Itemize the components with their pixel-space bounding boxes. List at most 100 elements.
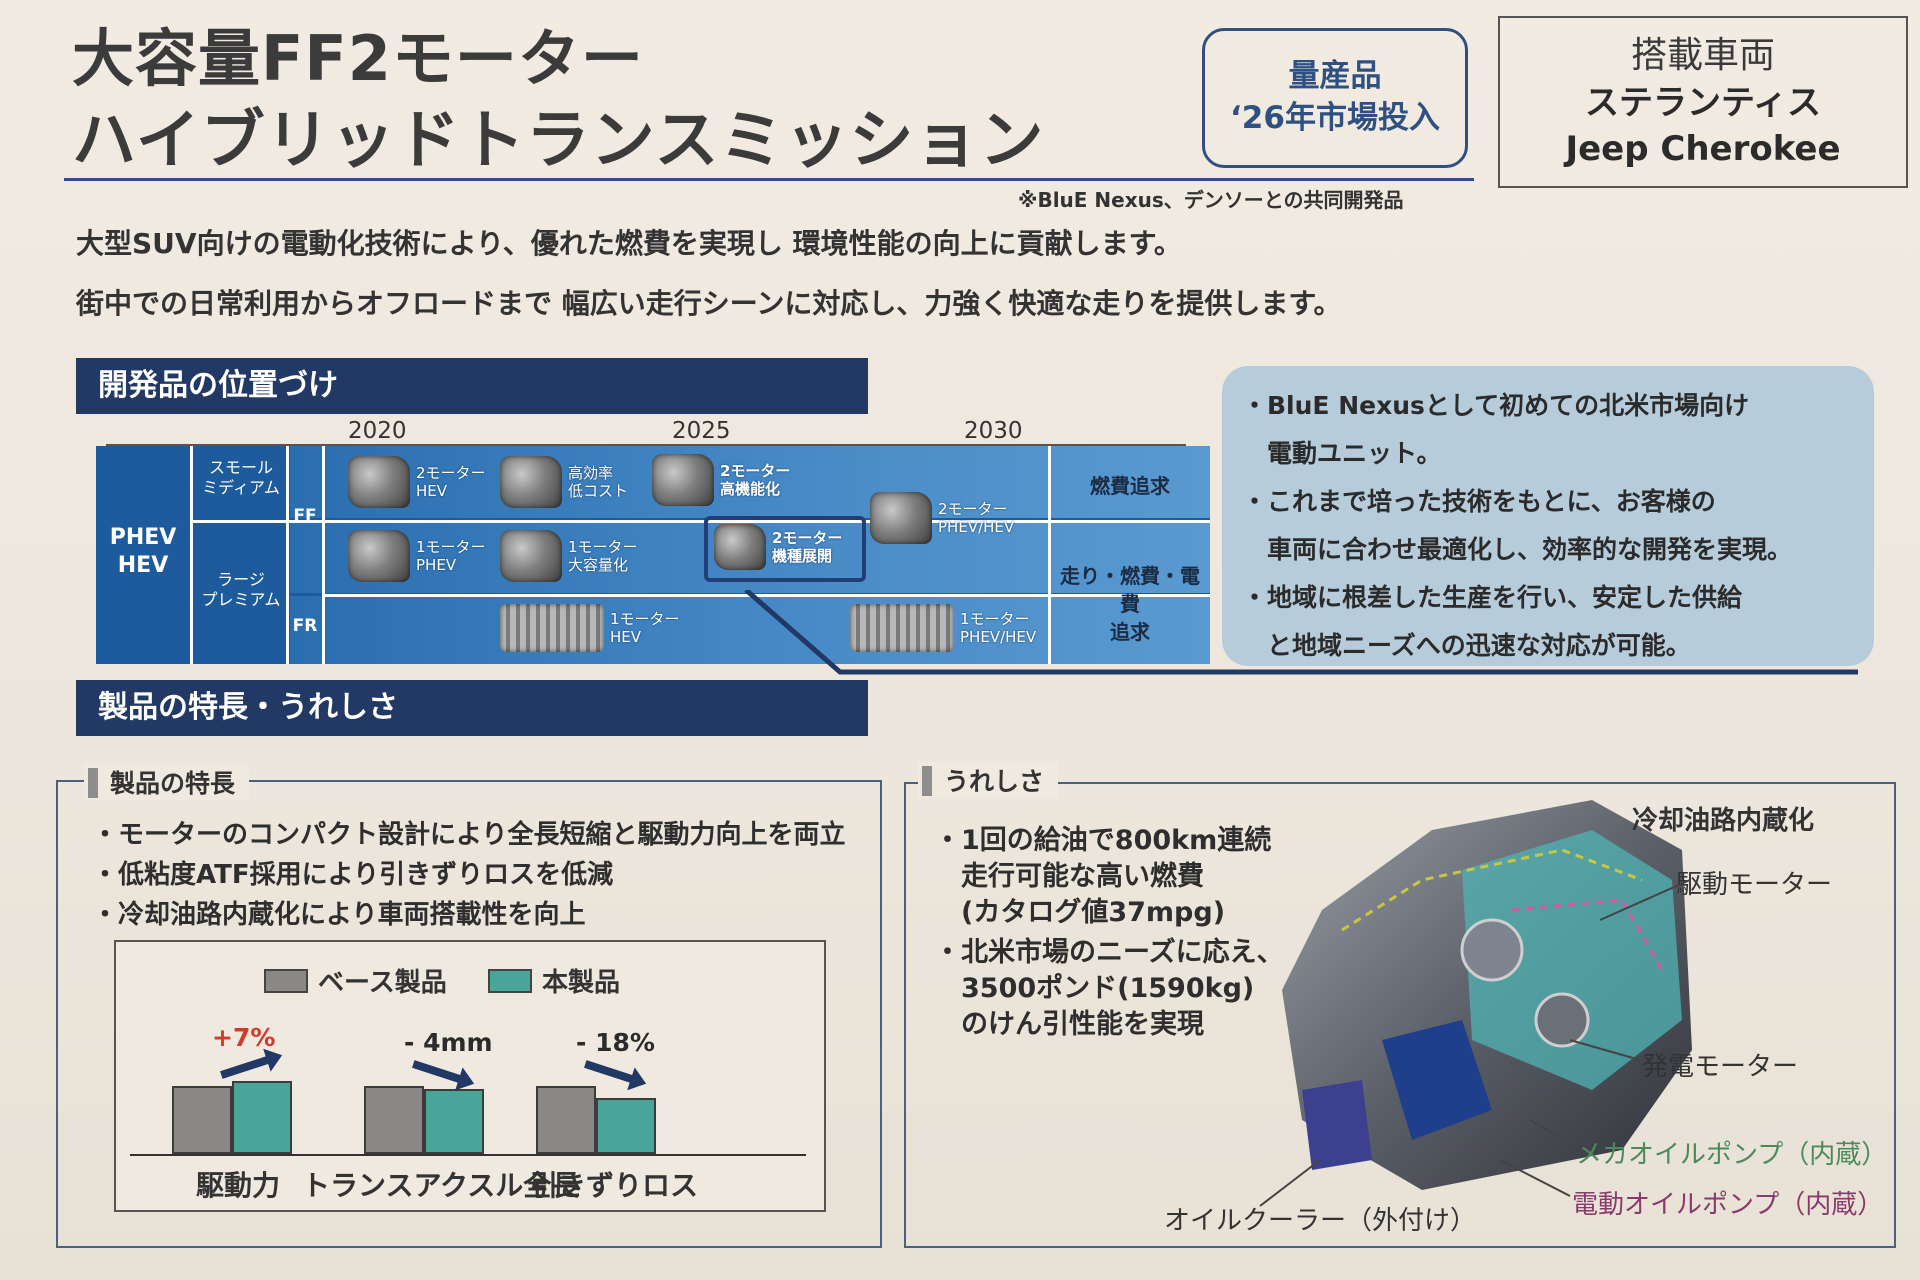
drive-label-fr: FR — [292, 616, 318, 636]
positioning-chart: PHEV HEV スモール ミディアム ラージ プレミアム FF FR 2モータ… — [96, 446, 1210, 664]
bar-product — [424, 1088, 484, 1154]
benefits-box — [904, 782, 1896, 1248]
title-underline — [64, 178, 1474, 181]
callout-cooling: 冷却油路内蔵化 — [1632, 806, 1815, 836]
category-label: トランスアクスル全長 — [302, 1169, 580, 1202]
engine-image — [870, 492, 932, 544]
delta-label: - 18% — [576, 1028, 655, 1057]
goal-fuel: 燃費追求 — [1090, 474, 1170, 498]
badge-line-2: ‘26年市場投入 — [1230, 100, 1440, 136]
legend-product: 本製品 — [488, 962, 620, 999]
bar-base — [172, 1086, 232, 1154]
engine-image — [652, 454, 714, 506]
chart-axis — [130, 1154, 806, 1156]
product-1motor-hev: 1モーター HEV — [500, 604, 680, 652]
product-efficient: 高効率 低コスト — [500, 456, 628, 508]
transmission-image — [500, 604, 604, 652]
product-1motor-phev-hev: 1モーター PHEV/HEV — [850, 604, 1036, 652]
engine-image — [348, 530, 410, 582]
year-label: 2030 — [964, 418, 1023, 444]
title-line-2: ハイブリッドトランスミッション — [72, 104, 1045, 178]
category-label: 駆動力 — [196, 1169, 281, 1202]
product-1motor-phev: 1モーター PHEV — [348, 530, 486, 582]
intro-line-2: 街中での日常利用からオフロードまで 幅広い走行シーンに対応し、力強く快適な走りを… — [76, 287, 1342, 320]
product-2motor-phev: 2モーター PHEV/HEV — [870, 492, 1014, 544]
engine-image — [500, 456, 562, 508]
title-line-1: 大容量FF2モーター — [72, 22, 644, 95]
product-2motor-advanced: 2モーター 高機能化 — [652, 454, 790, 506]
callout-oil-cooler: オイルクーラー（外付け） — [1164, 1206, 1477, 1236]
transmission-image — [850, 604, 954, 652]
note-line: 電動ユニット。 — [1242, 439, 1442, 468]
category-label: PHEV HEV — [109, 525, 177, 578]
intro-line-1: 大型SUV向けの電動化技術により、優れた燃費を実現し 環境性能の向上に貢献します… — [76, 227, 1182, 260]
highlight-connector — [744, 590, 1858, 675]
divider — [1048, 446, 1051, 664]
benefit-line: 走行可能な高い燃費 — [934, 861, 1204, 892]
legend-swatch — [488, 968, 532, 993]
benefits-title: うれしさ — [918, 762, 1059, 798]
row-small-ff — [290, 446, 1210, 518]
note-line: ・BluE Nexusとして初めての北米市場向け — [1242, 391, 1750, 420]
features-box — [56, 780, 882, 1248]
benefit-line: のけん引性能を実現 — [934, 1009, 1204, 1040]
year-label: 2025 — [672, 418, 731, 444]
transmission-cutaway-image — [1282, 800, 1692, 1190]
benefit-line: (カタログ値37mpg) — [934, 897, 1226, 928]
row-large-fr — [290, 596, 1210, 664]
callout-generator-motor: 発電モーター — [1642, 1052, 1799, 1082]
callout-electric-oil-pump: 電動オイルポンプ（内蔵） — [1572, 1190, 1884, 1220]
size-label-large: ラージ プレミアム — [201, 570, 281, 609]
feature-item: ・冷却油路内蔵化により車両搭載性を向上 — [92, 900, 586, 930]
launch-badge: 量産品 ‘26年市場投入 — [1202, 28, 1468, 168]
divider — [322, 446, 325, 664]
timeline-rule — [106, 444, 1186, 446]
legend-swatch — [264, 968, 308, 993]
delta-label: - 4mm — [404, 1028, 493, 1057]
bar-base — [364, 1086, 424, 1154]
size-label-small: スモール ミディアム — [202, 458, 280, 497]
feature-item: ・低粘度ATF採用により引きずりロスを低減 — [92, 860, 614, 890]
divider — [190, 446, 193, 664]
product-1motor-large: 1モーター 大容量化 — [500, 530, 638, 582]
benefit-line: ・北米市場のニーズに応え、 — [934, 937, 1284, 968]
note-line: ・地域に根差した生産を行い、安定した供給 — [1242, 583, 1743, 612]
category-label: 引きずりロス — [530, 1169, 699, 1202]
vehicle-label: 搭載車両 — [1630, 35, 1775, 76]
joint-development-note: ※BluE Nexus、デンソーとの共同開発品 — [1018, 188, 1404, 212]
benefit-line: ・1回の給油で800km連続 — [934, 825, 1272, 856]
highlight-frame — [704, 516, 866, 582]
vehicle-maker: ステランティス — [1585, 83, 1821, 123]
legend-base: ベース製品 — [264, 962, 447, 999]
note-line: と地域ニーズへの迅速な対応が可能。 — [1242, 631, 1691, 660]
features-title: 製品の特長 — [84, 764, 250, 800]
section-header-features: 製品の特長・うれしさ — [76, 680, 868, 736]
product-2motor-hev: 2モーター HEV — [348, 456, 486, 508]
notes-box: ・BluE Nexusとして初めての北米市場向け 電動ユニット。 ・これまで培っ… — [1222, 366, 1874, 666]
callout-drive-motor: 駆動モーター — [1676, 870, 1833, 900]
benefit-line: 3500ポンド(1590kg) — [934, 973, 1255, 1004]
divider — [286, 446, 289, 664]
note-line: ・これまで培った技術をもとに、お客様の — [1242, 487, 1716, 516]
feature-item: ・モーターのコンパクト設計により全長短縮と駆動力向上を両立 — [92, 820, 846, 850]
engine-image — [348, 456, 410, 508]
badge-line-1: 量産品 — [1288, 58, 1382, 94]
bar-product — [596, 1098, 656, 1154]
year-label: 2020 — [348, 418, 407, 444]
callout-mech-oil-pump: メカオイルポンプ（内蔵） — [1576, 1140, 1888, 1170]
section-header-positioning: 開発品の位置づけ — [76, 358, 868, 414]
vehicle-model: Jeep Cherokee — [1565, 129, 1841, 169]
product-2motor-expansion: 2モーター 機種展開 — [714, 524, 842, 570]
bar-base — [536, 1086, 596, 1154]
vehicle-box: 搭載車両 ステランティス Jeep Cherokee — [1498, 16, 1908, 188]
page-title: 大容量FF2モーター ハイブリッドトランスミッション — [72, 18, 1044, 182]
goal-performance: 走り・燃費・電費 追求 — [1060, 564, 1200, 644]
engine-image — [500, 530, 562, 582]
divider — [190, 520, 1210, 523]
engine-image — [714, 524, 766, 570]
bar-product — [232, 1081, 292, 1154]
note-line: 車両に合わせ最適化し、効率的な開発を実現。 — [1242, 535, 1793, 564]
